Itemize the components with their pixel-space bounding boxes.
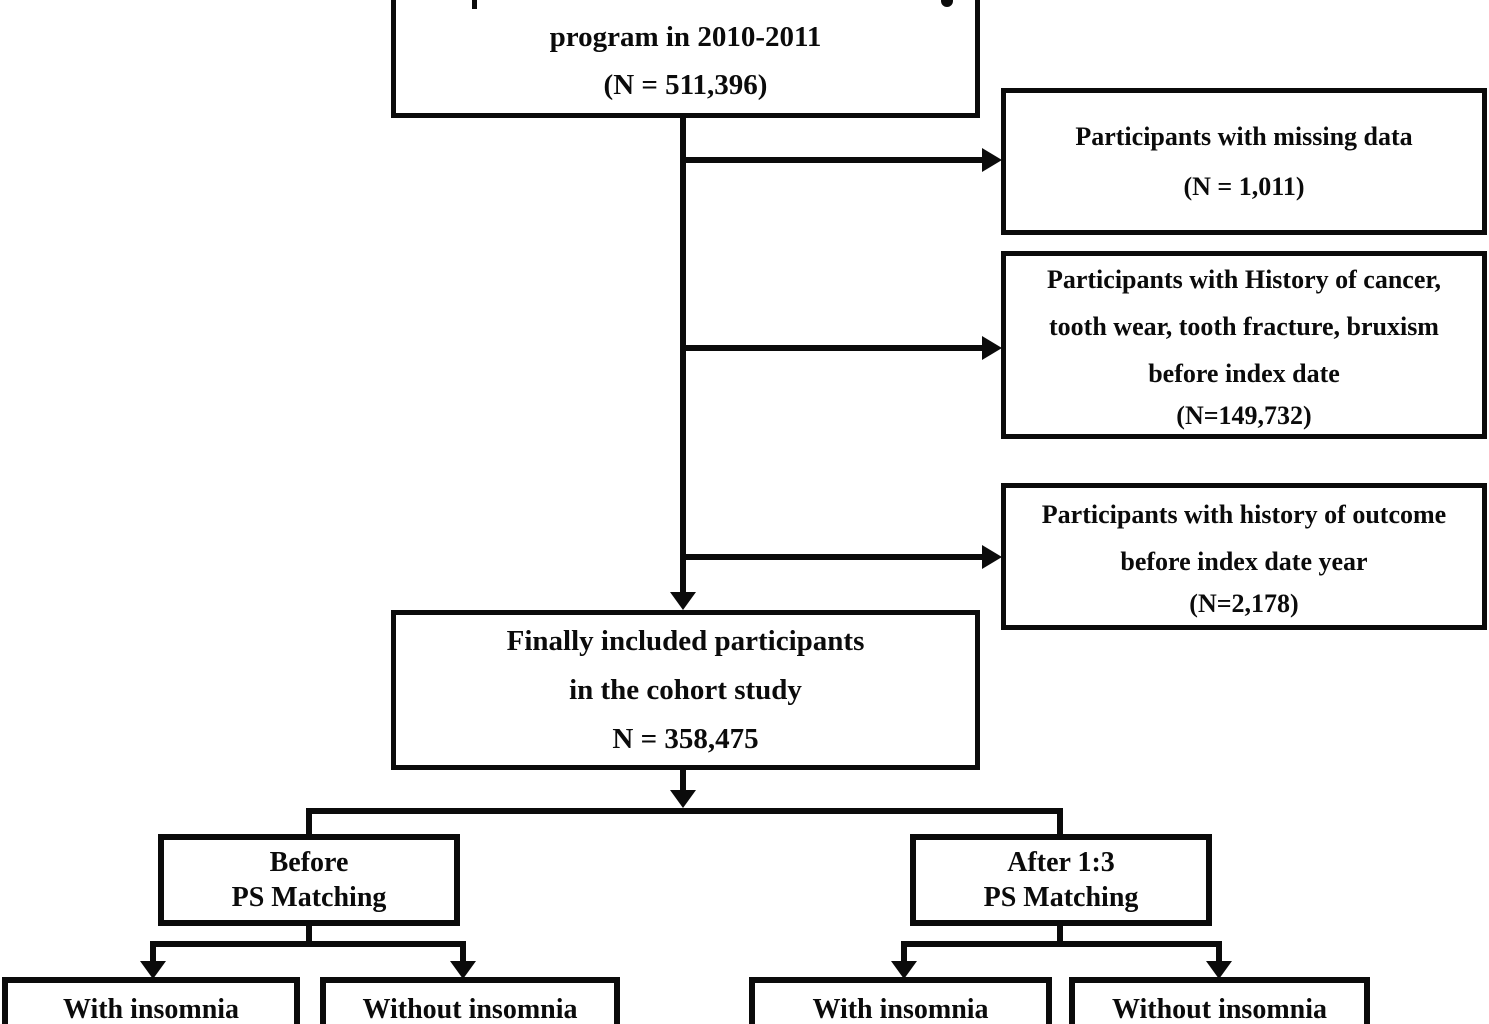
connector-exclusion-2 xyxy=(680,345,984,351)
exclusion-2-text: tooth wear, tooth fracture, bruxism xyxy=(1049,311,1439,341)
before-matching-text: Before xyxy=(269,847,349,878)
final-cohort-box: Finally included participants in the coh… xyxy=(391,610,980,770)
connector-right-arm-2 xyxy=(1216,941,1222,963)
connector-right-arm-1 xyxy=(901,941,907,963)
exclusion-1-count: (N = 1,011) xyxy=(1183,171,1305,201)
exclusion-box-missing-data: Participants with missing data (N = 1,01… xyxy=(1001,88,1487,235)
connector-before-stub xyxy=(306,924,312,944)
exclusion-2-text: before index date xyxy=(1148,358,1340,388)
exclusion-3-count: (N=2,178) xyxy=(1189,588,1299,618)
connector-exclusion-3 xyxy=(680,554,984,560)
before-matching-text: PS Matching xyxy=(231,882,387,913)
group-box-without-insomnia-after: Without insomnia xyxy=(1069,977,1370,1024)
after-matching-box: After 1:3 PS Matching xyxy=(910,834,1212,926)
exclusion-box-prior-outcome: Participants with history of outcome bef… xyxy=(1001,483,1487,630)
clipped-text-descender xyxy=(941,0,953,7)
arrowhead-with-insomnia-left xyxy=(140,961,166,979)
final-cohort-count: N = 358,475 xyxy=(612,722,759,755)
arrowhead-into-split xyxy=(670,790,696,808)
exclusion-box-history: Participants with History of cancer, too… xyxy=(1001,251,1487,439)
arrowhead-exclusion-2 xyxy=(982,336,1002,360)
connector-left-arm-2 xyxy=(460,941,466,963)
after-matching-text: After 1:3 xyxy=(1007,847,1115,878)
exclusion-2-count: (N=149,732) xyxy=(1176,400,1312,430)
connector-to-after-box xyxy=(1057,808,1063,836)
arrowhead-exclusion-1 xyxy=(982,148,1002,172)
group-label: Without insomnia xyxy=(362,994,578,1024)
source-population-box: program in 2010-2011 (N = 511,396) xyxy=(391,0,980,118)
final-cohort-text: Finally included participants xyxy=(506,624,865,657)
source-population-count: (N = 511,396) xyxy=(603,69,768,101)
group-box-without-insomnia-before: Without insomnia xyxy=(320,977,620,1024)
exclusion-3-text: before index date year xyxy=(1120,546,1368,576)
group-label: With insomnia xyxy=(62,994,240,1024)
connector-final-to-split xyxy=(680,768,686,792)
exclusion-1-text: Participants with missing data xyxy=(1075,121,1413,151)
connector-right-split xyxy=(901,941,1222,947)
group-box-with-insomnia-before: With insomnia xyxy=(2,977,300,1024)
arrowhead-into-final-box xyxy=(670,592,696,610)
arrowhead-with-insomnia-right xyxy=(891,961,917,979)
connector-left-arm-1 xyxy=(150,941,156,963)
connector-main-vertical xyxy=(680,114,686,596)
arrowhead-without-insomnia-left xyxy=(450,961,476,979)
group-box-with-insomnia-after: With insomnia xyxy=(749,977,1052,1024)
connector-split-horizontal xyxy=(307,808,1063,814)
group-label: Without insomnia xyxy=(1112,994,1327,1024)
before-matching-box: Before PS Matching xyxy=(158,834,460,926)
exclusion-2-text: Participants with History of cancer, xyxy=(1046,264,1442,294)
connector-after-stub xyxy=(1057,924,1063,944)
connector-exclusion-1 xyxy=(680,157,984,163)
source-population-line-2: program in 2010-2011 xyxy=(549,21,822,53)
final-cohort-text: in the cohort study xyxy=(569,673,802,706)
arrowhead-exclusion-3 xyxy=(982,545,1002,569)
clipped-text-descender xyxy=(472,0,477,9)
exclusion-3-text: Participants with history of outcome xyxy=(1041,499,1447,529)
connector-left-split xyxy=(150,941,466,947)
group-label: With insomnia xyxy=(812,994,989,1024)
connector-to-before-box xyxy=(306,808,312,836)
after-matching-text: PS Matching xyxy=(983,882,1139,913)
arrowhead-without-insomnia-right xyxy=(1206,961,1232,979)
